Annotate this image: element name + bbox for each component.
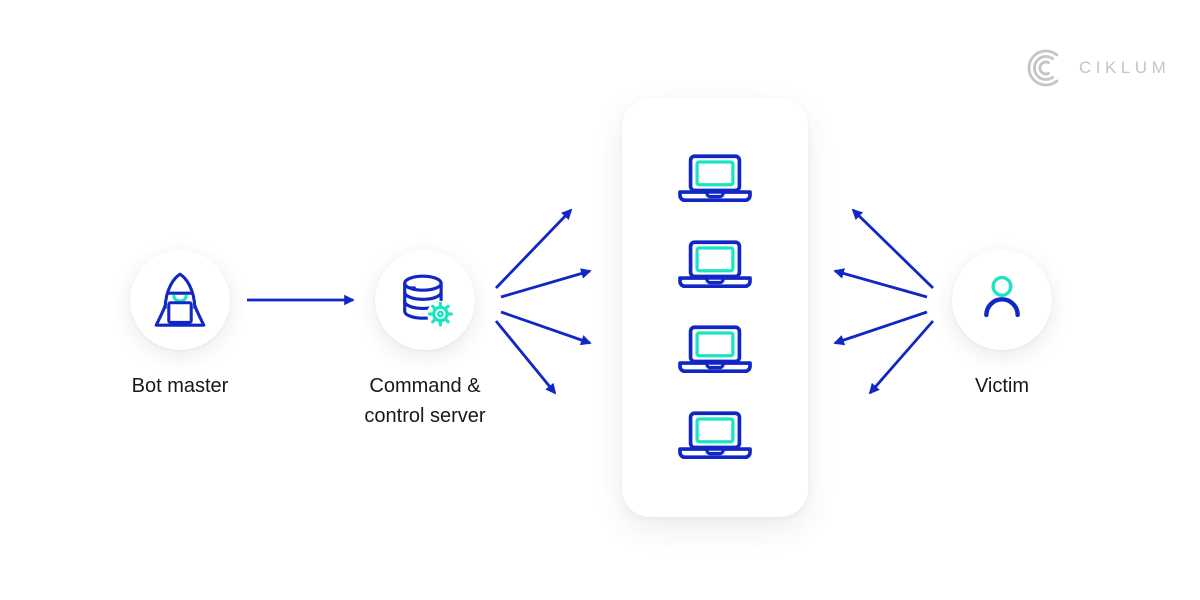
bot-laptop — [674, 153, 756, 210]
laptop-icon — [678, 411, 752, 460]
victim-label: Victim — [974, 375, 1030, 397]
arrow-server-to-bot-2 — [500, 268, 592, 299]
bots-panel — [622, 98, 808, 517]
bot-laptop — [674, 324, 756, 381]
gear-icon — [427, 301, 453, 327]
arrow-victim-to-bot-2 — [833, 268, 928, 299]
cc-server-label-line2: control server — [364, 405, 486, 427]
arrow-victim-to-bot-1 — [851, 208, 934, 290]
bot-master-node — [130, 250, 230, 350]
bot-laptop — [674, 239, 756, 296]
bot-laptop — [674, 410, 756, 467]
cc-server-label: Command & control server — [325, 371, 525, 431]
laptop-icon — [678, 325, 752, 374]
laptop-icon — [678, 154, 752, 203]
bot-master-label: Bot master — [131, 375, 229, 397]
cc-server-node — [375, 250, 475, 350]
arrow-server-to-bot-3 — [500, 310, 592, 346]
victim-node — [952, 250, 1052, 350]
arrow-victim-to-bot-3 — [833, 310, 928, 346]
hacker-icon — [154, 272, 206, 327]
arrow-server-to-bot-1 — [494, 208, 573, 289]
cc-server-label-line1: Command & — [369, 375, 481, 397]
ciklum-logo-icon — [1027, 49, 1059, 87]
ciklum-logo: CIKLUM — [1024, 46, 1170, 90]
person-icon — [984, 275, 1020, 318]
database-gear-icon — [403, 274, 454, 328]
ciklum-logo-text: CIKLUM — [1079, 58, 1171, 77]
laptop-icon — [678, 240, 752, 288]
